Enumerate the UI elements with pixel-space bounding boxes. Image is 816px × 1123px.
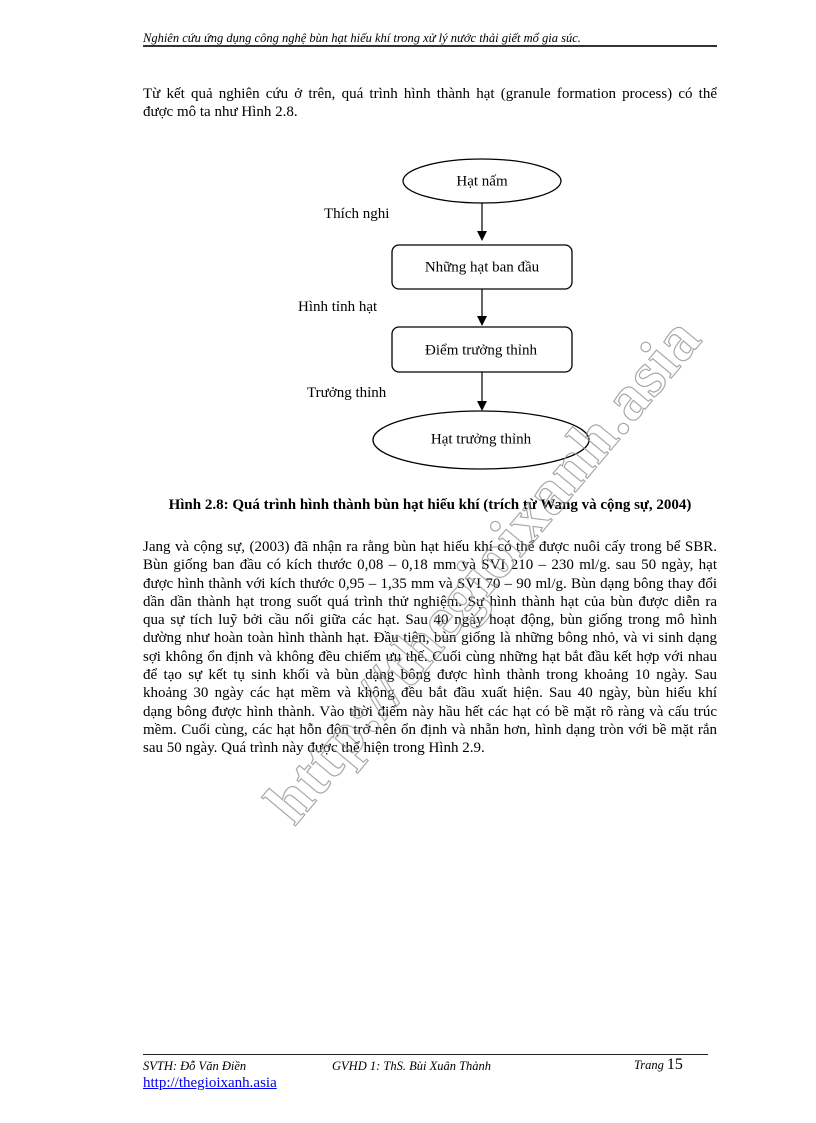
flow-edge-label: Trưởng thỉnh [307, 385, 387, 401]
flowchart-diagram [372, 158, 590, 470]
flow-node-label: Hạt nấm [456, 173, 508, 190]
intro-paragraph: Từ kết quả nghiên cứu ở trên, quá trình … [143, 85, 717, 122]
paragraph-line: để tạo sự kết tụ sinh khối và bùn dạng b… [143, 667, 717, 684]
flow-node-label: Những hạt ban đầu [424, 259, 540, 276]
body-paragraph: Jang và cộng sự, (2003) đã nhận ra rằng … [143, 538, 717, 758]
footer-advisor: GVHD 1: ThS. Bùi Xuân Thành [332, 1059, 492, 1073]
page-label: Trang [634, 1058, 664, 1072]
footer-website-link[interactable]: http://thegioixanh.asia [143, 1075, 277, 1091]
paragraph-line: sau 50 ngày. Quá trình này được thể hiện… [143, 740, 485, 757]
page-number: 15 [666, 1056, 683, 1073]
paragraph-line: dạng bông được hình thành. Vào thời điểm… [143, 703, 717, 720]
paragraph-line: mềm. Cuối cùng, các hạt hỗn độn trở nên … [143, 721, 717, 738]
flow-node-label: Hạt trưởng thỉnh [430, 431, 532, 448]
flow-edge-label: Thích nghi [324, 206, 390, 222]
paragraph-line: khoảng 30 ngày các hạt mềm và không đều … [143, 685, 717, 702]
paragraph-line: được mô ta như Hình 2.8. [143, 104, 298, 121]
figure-caption: Hình 2.8: Quá trình hình thành bùn hạt h… [168, 497, 692, 513]
paragraph-line: sợi không ổn định và không đều chiếm ưu … [143, 648, 717, 665]
footer-divider [143, 1054, 708, 1055]
paragraph-line: dường như hoàn toàn hình thành hạt. Đầu … [143, 630, 717, 647]
flow-node-label: Điểm trưởng thỉnh [425, 342, 537, 359]
paragraph-line: Từ kết quả nghiên cứu ở trên, quá trình … [143, 86, 717, 102]
paragraph-line: Bùn giống ban đầu có kích thước 0,08 – 0… [143, 557, 717, 574]
flow-node-ellipse-end [372, 410, 590, 470]
paragraph-line: dần dần thành hạt trong suốt quá trình t… [143, 593, 717, 610]
paragraph-line: Jang và cộng sự, (2003) đã nhận ra rằng … [143, 539, 717, 555]
paragraph-line: qua sự tích luỹ bởi cầu nối giữa các hạt… [143, 612, 717, 629]
footer-student: SVTH: Đỗ Văn Điền [143, 1059, 247, 1073]
header-divider [143, 45, 717, 47]
paragraph-line: được hình thành với kích thước 0,95 – 1,… [143, 575, 717, 592]
running-header: Nghiên cứu ứng dụng công nghệ bùn hạt hi… [143, 31, 581, 45]
flow-edge-label: Hình tỉnh hạt [298, 299, 378, 315]
